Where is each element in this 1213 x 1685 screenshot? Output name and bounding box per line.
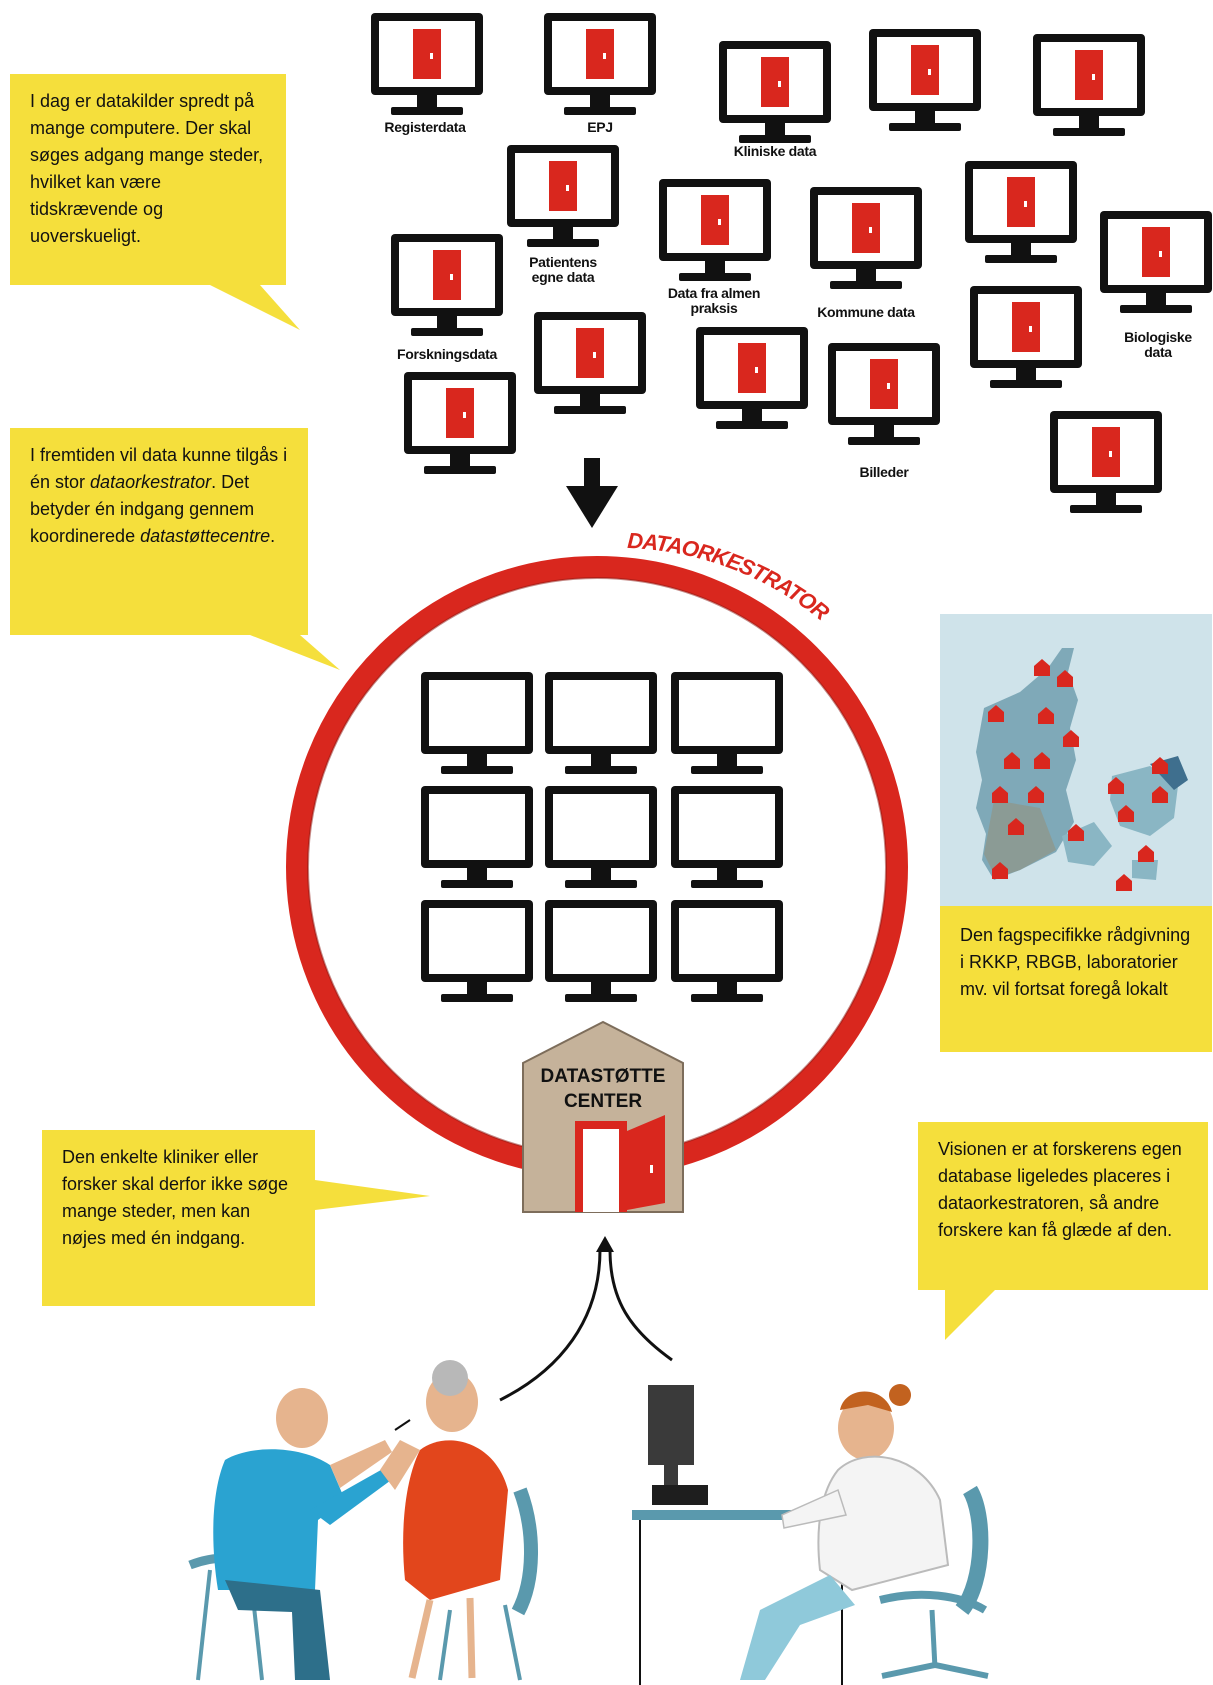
monitor-icon: [545, 672, 657, 774]
monitor-icon: [404, 372, 516, 474]
callout-future-italic-1: dataorkestrator: [90, 472, 212, 492]
label-patientens-egne-data: Patientens egne data: [529, 254, 597, 285]
callout-future-text-1: I fremtiden vil data kunne tilgås i én s…: [30, 445, 288, 492]
monitor-icon: [1033, 34, 1145, 136]
callout-tail: [210, 285, 300, 330]
monitor-icon: [1100, 211, 1212, 313]
monitor-icon: [970, 286, 1082, 388]
monitor-icon: [671, 786, 783, 888]
monitor-icon: [671, 900, 783, 1002]
callout-future: I fremtiden vil data kunne tilgås i én s…: [10, 428, 308, 635]
callout-future-italic-2: datastøttecentre: [140, 526, 271, 546]
clinician-patient-illustration: [188, 1360, 538, 1681]
monitor-icon: [828, 343, 940, 445]
callout-future-text-3: .: [270, 526, 276, 546]
orchestrator-monitor-grid: [421, 672, 783, 1002]
label-billeder: Billeder: [859, 464, 909, 480]
label-forskningsdata: Forskningsdata: [396, 346, 498, 362]
monitor-icon: [869, 29, 981, 131]
denmark-map: [940, 614, 1212, 906]
callout-tail: [315, 1180, 430, 1210]
label-almen-praksis: Data fra almen praksis: [667, 285, 761, 316]
callout-future-text-2: . Det betyder én indgang gennem koordine…: [30, 472, 255, 546]
arrow-researcher: [608, 1249, 673, 1362]
label-registerdata: Registerdata: [384, 119, 466, 135]
callout-tail: [250, 635, 340, 670]
monitor-icon: [391, 234, 503, 336]
monitor-icon: [421, 786, 533, 888]
label-kommune-data: Kommune data: [817, 304, 915, 320]
callout-today: I dag er datakilder spredt på mange comp…: [10, 74, 286, 285]
monitor-icon: [545, 900, 657, 1002]
monitor-icon: [371, 13, 483, 115]
monitor-icon: [507, 145, 619, 247]
monitor-icon: [696, 327, 808, 429]
monitor-icon: [719, 41, 831, 143]
monitor-icon: [1050, 411, 1162, 513]
label-kliniske-data: Kliniske data: [733, 143, 817, 159]
callout-tail: [945, 1290, 995, 1340]
monitor-icon: [534, 312, 646, 414]
arrow-head-icon: [596, 1236, 614, 1252]
center-label-line2: CENTER: [564, 1091, 642, 1112]
arrow-clinician: [499, 1249, 602, 1402]
center-label-line1: DATASTØTTE: [541, 1066, 666, 1087]
monitor-icon: [659, 179, 771, 281]
monitor-icon: [671, 672, 783, 774]
callout-single-entry: Den enkelte kliniker eller forsker skal …: [42, 1130, 315, 1306]
monitor-icon: [545, 786, 657, 888]
monitor-icon: [421, 900, 533, 1002]
monitor-icon: [421, 672, 533, 774]
monitor-icon: [544, 13, 656, 115]
data-support-center-house: DATASTØTTE CENTER: [522, 1020, 684, 1213]
label-epj: EPJ: [587, 119, 613, 135]
researcher-illustration: [632, 1384, 989, 1685]
label-biologiske-data: Biologiske data: [1124, 329, 1192, 360]
map-caption: Den fagspecifikke rådgivning i RKKP, RBG…: [940, 906, 1212, 1052]
monitor-icon: [965, 161, 1077, 263]
monitor-icon: [810, 187, 922, 289]
down-arrow-icon: [566, 458, 618, 528]
callout-vision: Visionen er at forskerens egen database …: [918, 1122, 1208, 1290]
